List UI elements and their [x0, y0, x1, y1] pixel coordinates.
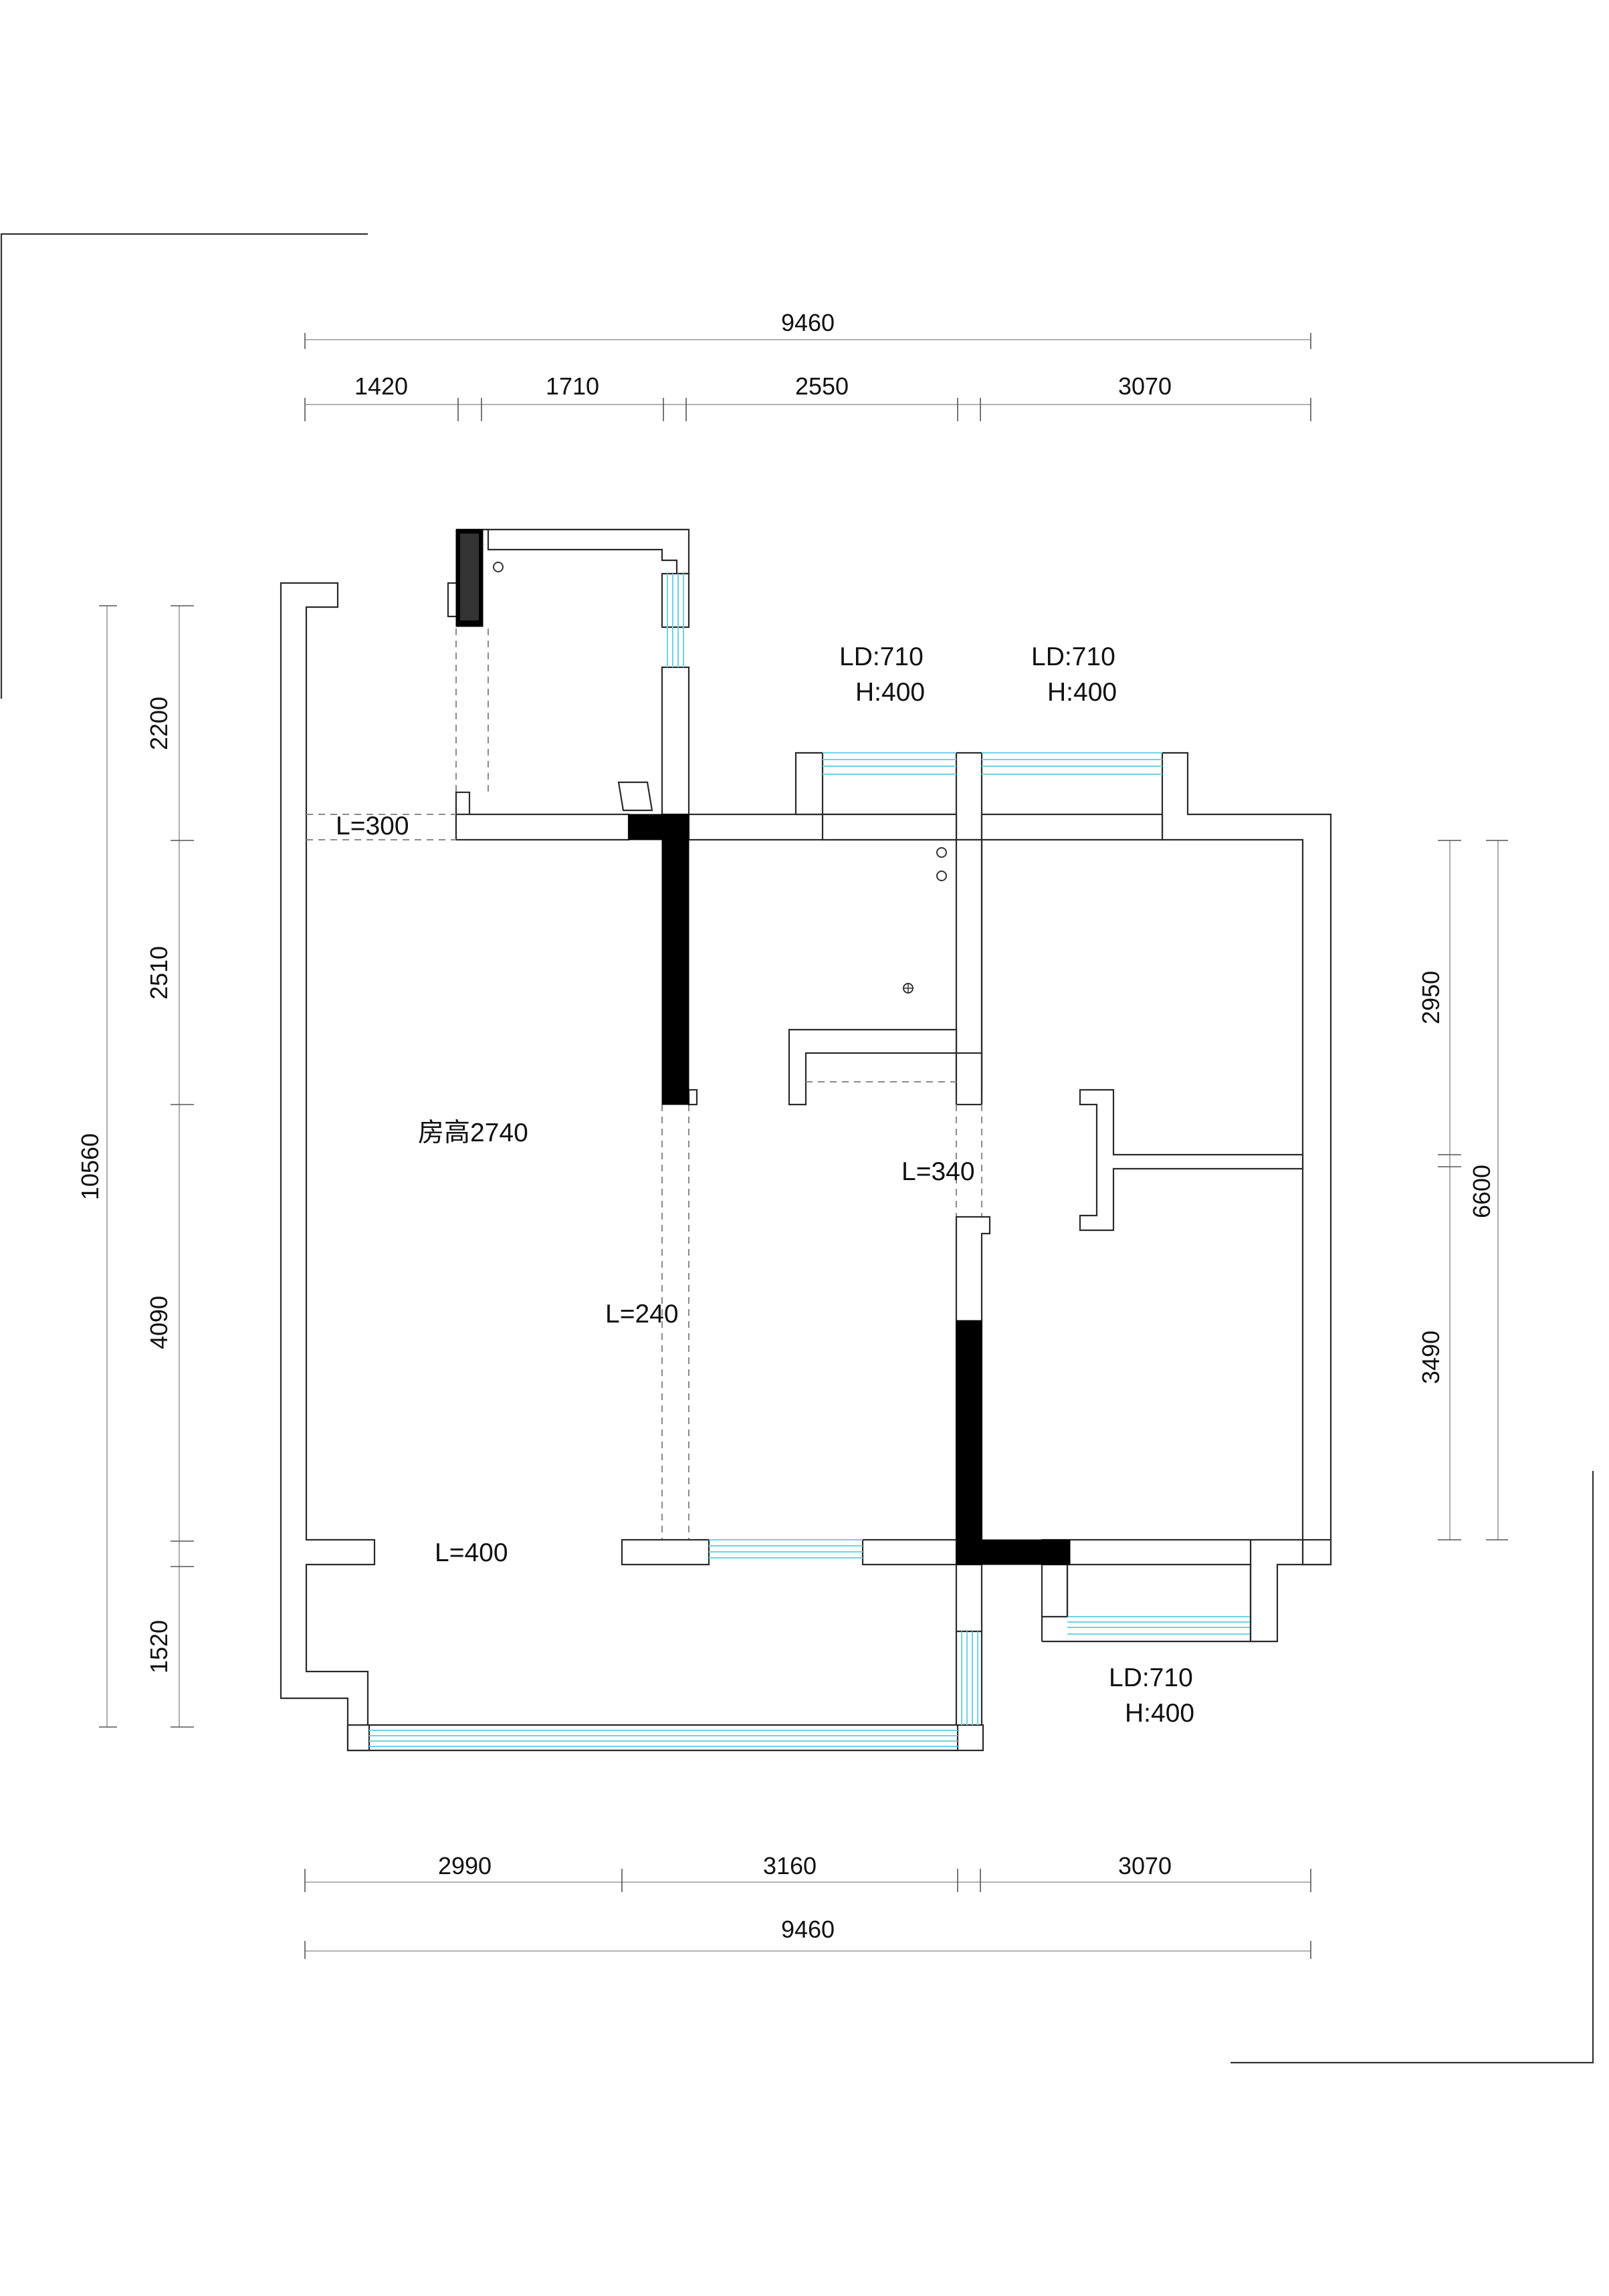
right-dimension-2: 3490	[1417, 1331, 1444, 1384]
bottom-total-dimension: 9460	[781, 1916, 835, 1943]
left-dimension-1: 2200	[145, 697, 173, 750]
bottom-dimension-1: 2990	[438, 1852, 492, 1879]
top-dimensions: 9460 1420 1710 2550 3070	[304, 309, 1311, 421]
window-2-ld-label: LD:710	[1031, 643, 1115, 671]
left-dimensions: 10560 2200 2510 4090 1520	[76, 605, 194, 1728]
opening-l300-label: L=300	[336, 812, 409, 840]
window-3-h-label: H:400	[1125, 1699, 1194, 1728]
sheet-frame	[0, 233, 1594, 2064]
window-1-ld-label: LD:710	[839, 643, 924, 671]
storage-shaft-pattern	[460, 534, 479, 620]
top-dimension-1: 1420	[354, 372, 408, 400]
room-height-label: 房高2740	[418, 1119, 528, 1147]
right-dimension-1: 2950	[1417, 971, 1444, 1024]
left-dimension-2: 2510	[145, 946, 173, 1000]
opening-l340-label: L=340	[901, 1157, 975, 1186]
window-2-h-label: H:400	[1047, 678, 1117, 707]
bottom-dimension-3: 3070	[1118, 1852, 1172, 1879]
top-dimension-2: 1710	[546, 372, 599, 400]
bottom-dimensions: 2990 3160 3070 9460	[304, 1852, 1311, 1959]
opening-l240-label: L=240	[605, 1300, 679, 1329]
right-total-dimension: 6600	[1468, 1165, 1495, 1218]
plan-labels: 房高2740 L=300 L=240 L=340 L=400 LD:710 H:…	[336, 643, 1194, 1728]
walls	[280, 528, 1332, 1752]
bottom-dimension-2: 3160	[763, 1852, 817, 1879]
left-dimension-3: 4090	[145, 1296, 173, 1349]
window-1-h-label: H:400	[855, 678, 925, 707]
left-total-dimension: 10560	[76, 1133, 104, 1200]
opening-l400-label: L=400	[435, 1538, 508, 1567]
left-dimension-4: 1520	[145, 1620, 173, 1674]
top-dimension-4: 3070	[1118, 372, 1172, 400]
window-3-ld-label: LD:710	[1109, 1663, 1193, 1692]
right-dimensions: 2950 3490 6600	[1417, 840, 1508, 1540]
top-total-dimension: 9460	[781, 309, 835, 336]
top-dimension-3: 2550	[795, 372, 849, 400]
